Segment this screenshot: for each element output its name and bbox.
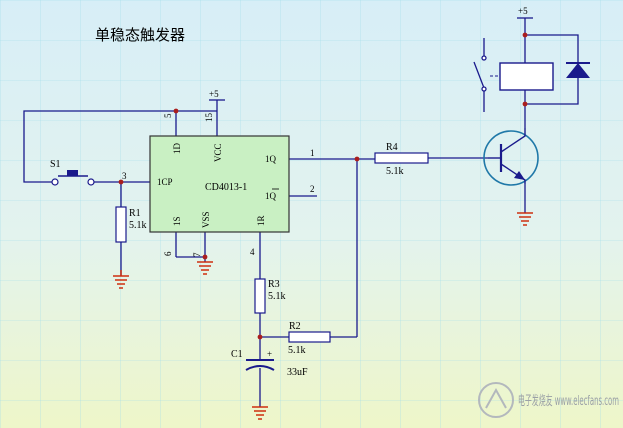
ground-emitter	[517, 212, 533, 226]
ic-pin-vcc-label: VCC	[213, 143, 223, 162]
r1-value: 5.1k	[129, 220, 147, 231]
watermark-text: 电子发烧友 www.elecfans.com	[518, 393, 619, 409]
ic-cd4013-body	[149, 135, 290, 233]
ic-pin-vss-label: VSS	[201, 211, 211, 228]
ic-name: CD4013-1	[205, 182, 247, 193]
watermark: 电子发烧友 www.elecfans.com	[478, 382, 619, 418]
r1-name: R1	[129, 208, 141, 219]
emitter-arrow	[514, 171, 525, 180]
ic-pin-qbar-label: 1Q	[265, 191, 277, 201]
pin-number-q: 1	[310, 148, 315, 158]
ground-vss	[197, 261, 213, 275]
c1-name: C1	[231, 349, 243, 360]
relay-coil	[499, 62, 554, 91]
transistor-collector	[500, 128, 526, 153]
junction-dot	[257, 334, 263, 340]
diode-bottom-wire	[525, 78, 579, 105]
ic-pin-d-label: 1D	[172, 143, 182, 155]
pin-number-vss: 7	[192, 252, 202, 257]
junction-dot	[522, 32, 528, 38]
diode-body	[566, 63, 590, 78]
pin-number-d: 5	[163, 113, 173, 118]
switch-contact	[51, 178, 59, 186]
resistor-r3	[254, 278, 266, 314]
junction-dot	[118, 179, 124, 185]
switch-s1-label: S1	[50, 159, 61, 170]
resistor-r2	[288, 331, 331, 343]
pin-number-r: 4	[250, 247, 255, 257]
junction-dot	[522, 101, 528, 107]
relay-supply-label: +5	[518, 6, 528, 16]
c1-value: 33uF	[287, 367, 308, 378]
r3-name: R3	[268, 279, 280, 290]
pin-number-qbar: 2	[310, 184, 315, 194]
r4-name: R4	[386, 142, 398, 153]
junction-dot	[173, 108, 179, 114]
switch-contact	[87, 178, 95, 186]
ground-c1	[252, 406, 268, 420]
r4-value: 5.1k	[386, 166, 404, 177]
resistor-r1	[115, 206, 127, 243]
pin-number-cp: 3	[122, 171, 127, 181]
r2-name: R2	[289, 321, 301, 332]
contact-point	[481, 55, 487, 61]
ic-pin-cp-label: 1CP	[157, 177, 173, 187]
vcc-supply-label: +5	[209, 89, 219, 99]
diode-top-wire	[525, 34, 579, 63]
ic-pin-s-label: 1S	[172, 216, 182, 226]
switch-s1	[51, 170, 95, 186]
ic-pin-q-label: 1Q	[265, 154, 277, 164]
ic-pin-r-label: 1R	[256, 215, 266, 226]
pin-number-s: 6	[163, 251, 173, 256]
c1-polarity: +	[267, 349, 272, 359]
resistor-r4	[374, 152, 429, 164]
switch-actuator	[67, 170, 78, 176]
watermark-logo-icon	[478, 382, 514, 418]
pin-number-vcc: 15	[204, 113, 214, 123]
junction-dot	[202, 254, 208, 260]
transistor-npn	[483, 128, 539, 186]
watermark-logo-mark	[485, 387, 507, 409]
capacitor-c1-plate-bottom	[245, 365, 275, 371]
feedback-wire	[23, 110, 217, 183]
r2-value: 5.1k	[288, 345, 306, 356]
diagram-title: 单稳态触发器	[95, 26, 185, 44]
relay-contact	[473, 38, 487, 112]
junction-dot	[354, 156, 360, 162]
transistor-body	[483, 130, 539, 186]
contact-blade	[473, 61, 485, 89]
ground-r1	[113, 270, 129, 289]
r3-value: 5.1k	[268, 291, 286, 302]
contact-point	[481, 86, 487, 92]
